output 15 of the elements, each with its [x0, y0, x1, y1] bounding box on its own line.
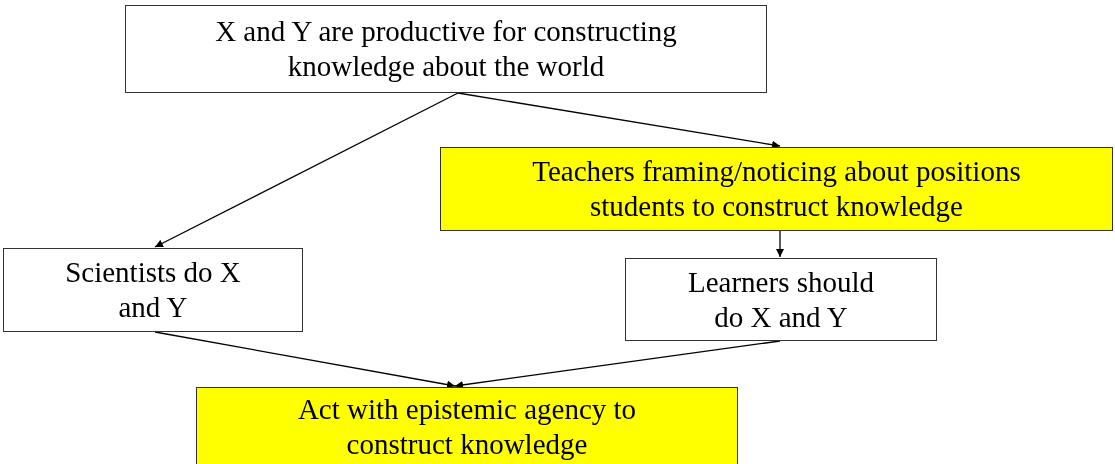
arrow: [154, 331, 456, 389]
box-text: Teachers framing/noticing about positions students to construct knowledge: [531, 154, 1022, 224]
highlight-box: [440, 147, 1113, 231]
box-text: Act with epistemic agency to construct knowledge: [296, 392, 638, 462]
process-box: [3, 248, 303, 332]
box-text: X and Y are productive for constructing knowledge about the world: [214, 14, 678, 84]
arrow: [776, 230, 784, 258]
arrow: [457, 92, 781, 149]
arrow: [454, 340, 781, 389]
box-text: Learners should do X and Y: [687, 264, 875, 335]
process-box: [625, 258, 937, 341]
highlight-box: [196, 387, 738, 464]
box-text: Scientists do X and Y: [64, 255, 242, 325]
arrow: [154, 92, 459, 248]
process-box: [125, 5, 767, 93]
